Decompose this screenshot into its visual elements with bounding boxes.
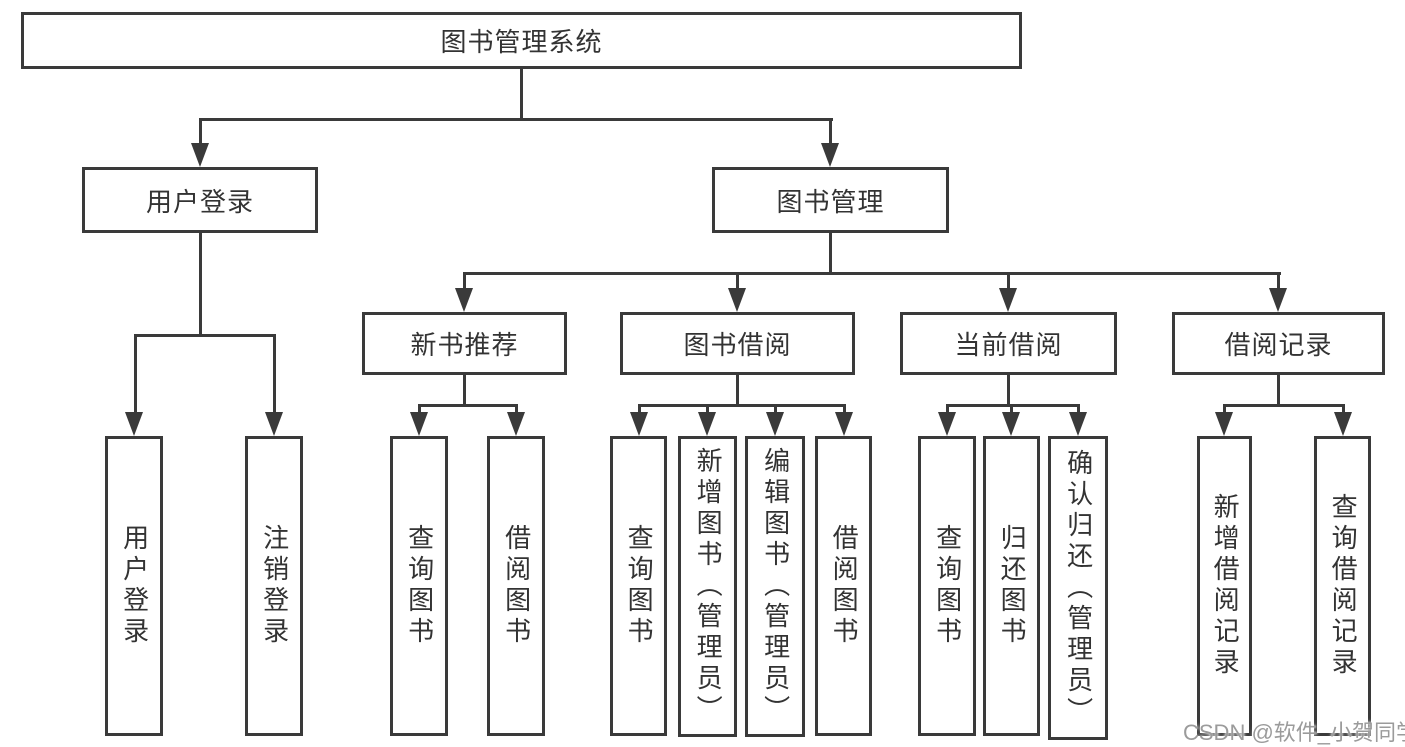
leaf-add-books-admin: 新增图书（管理员）: [678, 436, 737, 737]
leaf-query-books-2-label: 查询图书: [624, 524, 655, 648]
connector-line: [706, 404, 709, 416]
leaf-edit-books-admin: 编辑图书（管理员）: [745, 436, 805, 737]
leaf-borrow-books-1: 借阅图书: [487, 436, 545, 736]
connector-line: [946, 404, 949, 416]
connector-line: [199, 118, 833, 121]
node-borrowing-records: 借阅记录: [1172, 312, 1385, 375]
node-book-management: 图书管理: [712, 167, 949, 233]
connector-line: [1342, 404, 1345, 416]
arrow-down-icon: [191, 143, 209, 167]
connector-line: [464, 272, 1281, 275]
connector-line: [1077, 404, 1080, 416]
leaf-return-books: 归还图书: [983, 436, 1040, 736]
leaf-query-borrow-record-label: 查询借阅记录: [1328, 493, 1359, 679]
arrow-down-icon: [1334, 412, 1352, 436]
connector-line: [418, 404, 421, 416]
watermark: CSDN @软件_小贺同学: [1183, 720, 1405, 745]
leaf-query-books-3-label: 查询图书: [932, 524, 963, 648]
arrow-down-icon: [938, 412, 956, 436]
arrow-down-icon: [455, 288, 473, 312]
connector-line: [1277, 375, 1280, 406]
leaf-logout-label: 注销登录: [259, 524, 290, 648]
arrow-down-icon: [821, 143, 839, 167]
connector-line: [639, 404, 845, 407]
node-user-login-label: 用户登录: [145, 186, 254, 217]
connector-line: [829, 118, 832, 150]
connector-line: [843, 404, 846, 416]
connector-line: [134, 334, 276, 337]
connector-line: [947, 404, 1080, 407]
leaf-confirm-return-admin-label: 确认归还（管理员）: [1063, 448, 1094, 728]
connector-line: [463, 375, 466, 406]
connector-line: [774, 404, 777, 416]
connector-line: [134, 334, 137, 418]
node-new-book-recommend: 新书推荐: [362, 312, 567, 375]
connector-line: [1223, 404, 1226, 416]
arrow-down-icon: [698, 412, 716, 436]
leaf-user-login: 用户登录: [105, 436, 163, 736]
arrow-down-icon: [265, 412, 283, 436]
connector-line: [199, 118, 202, 150]
node-new-book-recommend-label: 新书推荐: [410, 330, 519, 360]
arrow-down-icon: [125, 412, 143, 436]
connector-line: [1010, 404, 1013, 416]
leaf-borrow-books-1-label: 借阅图书: [501, 524, 532, 648]
node-book-borrowing: 图书借阅: [620, 312, 855, 375]
arrow-down-icon: [1269, 288, 1287, 312]
connector-line: [1224, 404, 1344, 407]
node-current-borrowing: 当前借阅: [900, 312, 1117, 375]
leaf-borrow-books-2-label: 借阅图书: [829, 524, 860, 648]
leaf-return-books-label: 归还图书: [997, 524, 1028, 648]
arrow-down-icon: [630, 412, 648, 436]
node-borrowing-records-label: 借阅记录: [1224, 330, 1333, 360]
arrow-down-icon: [728, 288, 746, 312]
arrow-down-icon: [1069, 412, 1087, 436]
connector-line: [199, 233, 202, 336]
leaf-user-login-label: 用户登录: [119, 524, 150, 648]
leaf-add-borrow-record: 新增借阅记录: [1197, 436, 1252, 736]
connector-line: [829, 233, 832, 274]
connector-line: [463, 272, 466, 292]
connector-line: [520, 69, 523, 120]
leaf-query-books-3: 查询图书: [918, 436, 976, 736]
connector-line: [515, 404, 518, 416]
leaf-add-books-admin-label: 新增图书（管理员）: [693, 447, 724, 726]
leaf-confirm-return-admin: 确认归还（管理员）: [1048, 436, 1108, 740]
arrow-down-icon: [766, 412, 784, 436]
node-book-borrowing-label: 图书借阅: [683, 330, 792, 360]
leaf-query-books-2: 查询图书: [610, 436, 667, 736]
node-user-login: 用户登录: [82, 167, 318, 233]
connector-line: [736, 375, 739, 406]
arrow-down-icon: [1002, 412, 1020, 436]
arrow-down-icon: [507, 412, 525, 436]
connector-line: [1007, 375, 1010, 406]
arrow-down-icon: [835, 412, 853, 436]
node-root: 图书管理系统: [21, 12, 1022, 69]
connector-line: [273, 334, 276, 418]
node-book-management-label: 图书管理: [776, 186, 885, 217]
leaf-logout: 注销登录: [245, 436, 303, 736]
arrow-down-icon: [1215, 412, 1233, 436]
connector-line: [419, 404, 518, 407]
connector-line: [736, 272, 739, 292]
connector-line: [1007, 272, 1010, 292]
leaf-borrow-books-2: 借阅图书: [815, 436, 872, 736]
leaf-add-borrow-record-label: 新增借阅记录: [1210, 493, 1241, 679]
leaf-query-books-1: 查询图书: [390, 436, 448, 736]
connector-line: [638, 404, 641, 416]
leaf-query-borrow-record: 查询借阅记录: [1314, 436, 1371, 736]
node-root-label: 图书管理系统: [440, 27, 603, 57]
connector-line: [1277, 272, 1280, 292]
leaf-query-books-1-label: 查询图书: [404, 524, 435, 648]
arrow-down-icon: [999, 288, 1017, 312]
node-current-borrowing-label: 当前借阅: [954, 330, 1063, 360]
leaf-edit-books-admin-label: 编辑图书（管理员）: [760, 447, 791, 726]
arrow-down-icon: [410, 412, 428, 436]
